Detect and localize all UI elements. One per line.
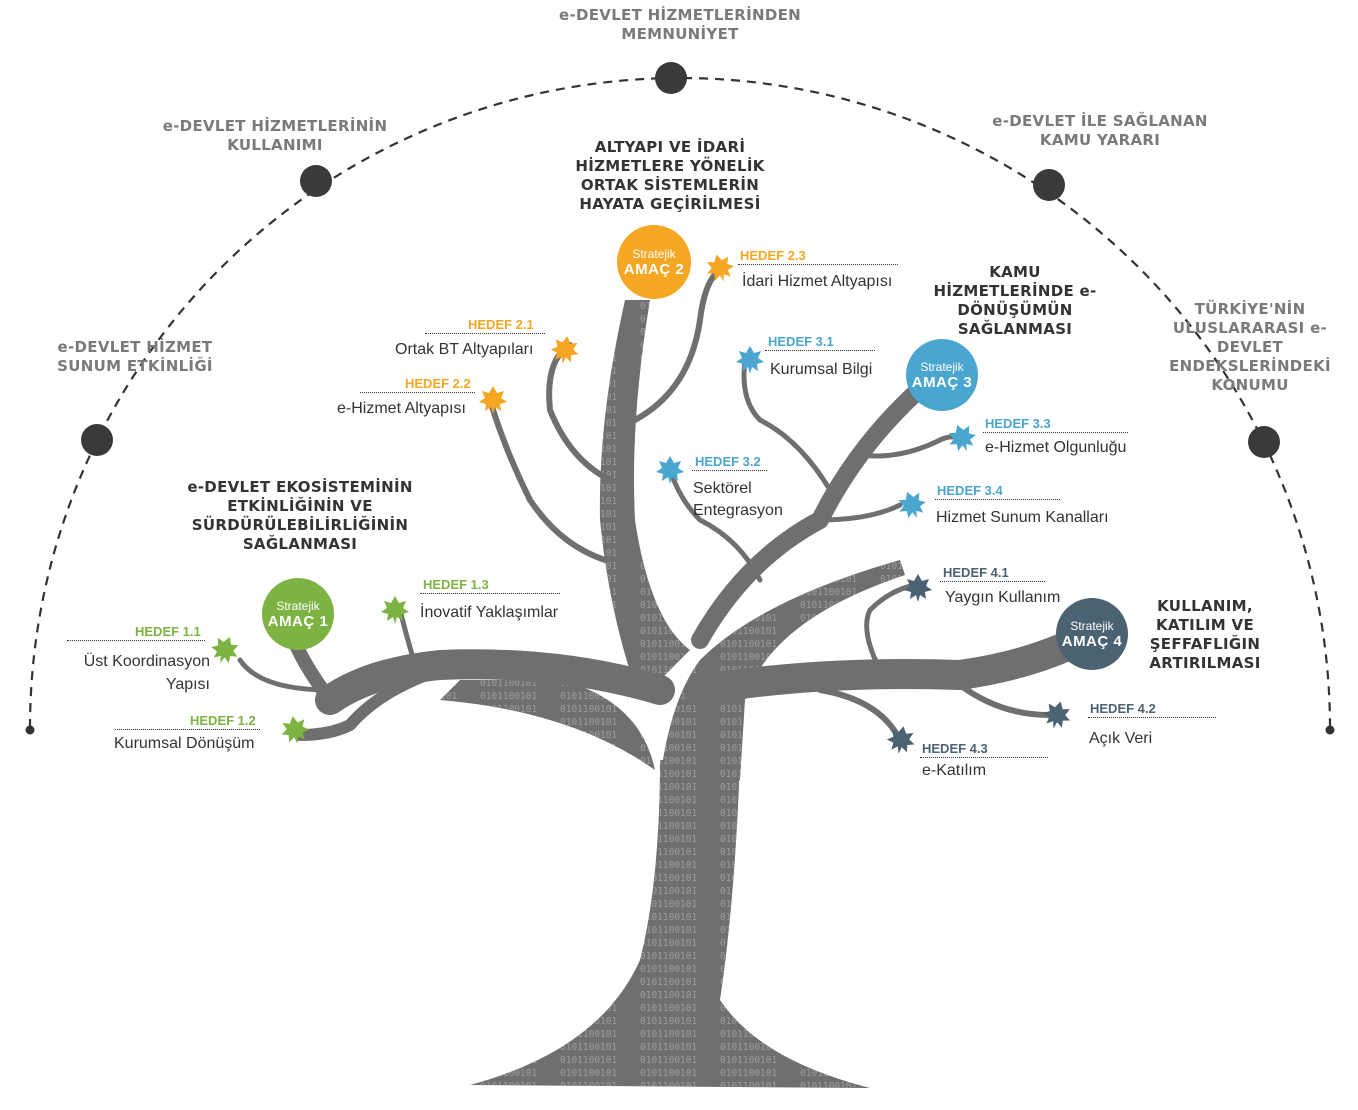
target-3-2-rule	[692, 470, 767, 471]
goal-4-badge-line2: AMAÇ 4	[1061, 632, 1123, 650]
target-1-3-code: HEDEF 1.3	[423, 577, 489, 592]
target-1-1-name: Üst Koordinasyon Yapısı	[83, 653, 210, 693]
target-2-1-name: Ortak BT Altyapıları	[395, 341, 534, 358]
arc-node-dot	[1033, 169, 1065, 201]
goal-3-title: KAMU HİZMETLERİNDE e-DÖNÜŞÜMÜN SAĞLANMAS…	[933, 263, 1097, 338]
goal-4-title: KULLANIM, KATILIM VE ŞEFFAFLIĞIN ARTIRIL…	[1149, 597, 1261, 672]
arc-label-uluslararasi-konum: TÜRKİYE'NİN ULUSLARARASI e-DEVLET ENDEKS…	[1169, 300, 1331, 394]
arc-end-dot-right	[1325, 725, 1335, 735]
leaf-1-2-icon	[278, 713, 312, 747]
goal-2-badge-line1: Stratejik	[632, 246, 676, 261]
target-4-1-name: Yaygın Kullanım	[945, 589, 1061, 606]
goal-1-badge: Stratejik AMAÇ 1	[262, 578, 334, 650]
target-3-1-rule	[765, 350, 875, 351]
target-2-2-code: HEDEF 2.2	[405, 376, 471, 391]
target-3-2-code: HEDEF 3.2	[695, 454, 761, 469]
leaf-1-1-icon	[207, 632, 243, 668]
target-1-1-rule	[67, 640, 205, 641]
target-4-2-code: HEDEF 4.2	[1090, 701, 1156, 716]
target-1-1-code: HEDEF 1.1	[135, 624, 201, 639]
target-3-2-name: Sektörel Entegrasyon	[693, 480, 783, 519]
target-2-2-rule	[360, 392, 475, 393]
target-3-3-name: e-Hizmet Olgunluğu	[985, 439, 1127, 456]
leaf-2-2-icon	[479, 386, 507, 414]
goal-2-title: ALTYAPI VE İDARİ HİZMETLERE YÖNELİK ORTA…	[575, 138, 765, 213]
target-1-3-name: İnovatif Yaklaşımlar	[420, 604, 559, 621]
target-2-3-code: HEDEF 2.3	[740, 248, 806, 263]
target-4-3-name: e-Katılım	[922, 762, 987, 779]
goal-3-badge-line2: AMAÇ 3	[911, 373, 973, 391]
target-1-2-code: HEDEF 1.2	[190, 713, 256, 728]
target-2-3-name: İdari Hizmet Altyapısı	[742, 273, 893, 290]
tree-trunk-and-branches	[237, 267, 1095, 1088]
arc-node-dot	[655, 62, 687, 94]
arc-label-sunum-etkinligi: e-DEVLET HİZMET SUNUM ETKİNLİĞİ	[57, 338, 213, 375]
goal-4-badge-line1: Stratejik	[1070, 618, 1114, 633]
leaf-3-1-icon	[736, 346, 764, 374]
target-4-3-rule	[920, 757, 1048, 758]
target-2-1-code: HEDEF 2.1	[468, 317, 534, 332]
arc-end-dot-left	[25, 725, 35, 735]
goal-1-title: e-DEVLET EKOSİSTEMİNİN ETKİNLİĞİNİN VE S…	[187, 478, 413, 553]
target-3-4-name: Hizmet Sunum Kanalları	[936, 509, 1109, 526]
target-1-3-rule	[420, 593, 560, 594]
target-4-1-rule	[940, 581, 1045, 582]
target-2-2-name: e-Hizmet Altyapısı	[337, 400, 466, 417]
leaf-3-2-icon	[656, 456, 684, 484]
goal-3-badge-line1: Stratejik	[920, 359, 964, 374]
arc-label-kamu-yarari: e-DEVLET İLE SAĞLANAN KAMU YARARI	[992, 112, 1208, 149]
target-4-1-code: HEDEF 4.1	[943, 565, 1009, 580]
target-2-1-rule	[425, 333, 545, 334]
target-3-1-name: Kurumsal Bilgi	[770, 361, 873, 378]
target-3-4-code: HEDEF 3.4	[937, 483, 1003, 498]
arc-label-kullanim: e-DEVLET HİZMETLERİNİN KULLANIMI	[162, 117, 388, 154]
arc-node-dot	[300, 165, 332, 197]
arc-node-dot	[81, 424, 113, 456]
target-3-3-code: HEDEF 3.3	[985, 416, 1051, 431]
goal-2-badge: Stratejik AMAÇ 2	[617, 225, 691, 299]
target-3-3-rule	[983, 432, 1128, 433]
goal-1-badge-line1: Stratejik	[276, 598, 320, 613]
target-3-4-rule	[935, 499, 1060, 500]
goal-3-badge: Stratejik AMAÇ 3	[906, 339, 978, 411]
target-4-3-code: HEDEF 4.3	[922, 741, 988, 756]
goal-4-badge: Stratejik AMAÇ 4	[1056, 598, 1128, 670]
arc-node-dot	[1248, 426, 1280, 458]
goal-2-badge-line2: AMAÇ 2	[623, 260, 685, 278]
outcome-arc	[28, 76, 1332, 729]
goal-1-badge-line2: AMAÇ 1	[267, 612, 329, 630]
leaf-4-1-icon	[904, 574, 932, 602]
arc-label-memnuniyet: e-DEVLET HİZMETLERİNDEN MEMNUNİYET	[558, 6, 802, 43]
target-1-2-name: Kurumsal Dönüşüm	[114, 735, 255, 752]
target-4-2-rule	[1088, 717, 1216, 718]
target-2-3-rule	[738, 264, 898, 265]
target-3-1-code: HEDEF 3.1	[768, 334, 834, 349]
target-4-2-name: Açık Veri	[1089, 730, 1153, 747]
target-1-2-rule	[115, 729, 260, 730]
